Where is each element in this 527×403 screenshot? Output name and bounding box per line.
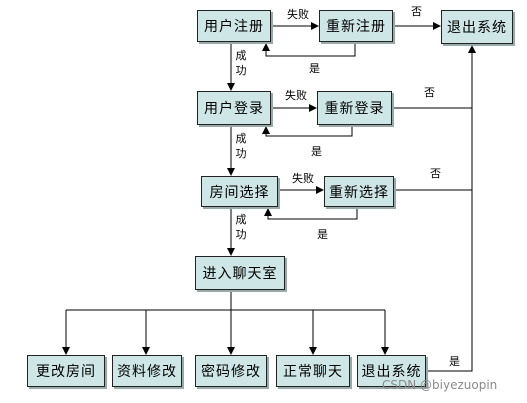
node-normal-chat: 正常聊天 [276,355,350,387]
node-enter-chat: 进入聊天室 [195,256,285,290]
node-edit-profile: 资料修改 [112,355,182,387]
label-fail-register: 失败 [287,8,309,21]
node-register: 用户注册 [197,10,271,42]
label-no-login: 否 [424,86,435,99]
arrow-exit-bottom-yes [426,45,476,372]
label-success-select-1: 成 [235,213,247,226]
label-success-login-1: 成 [235,132,247,145]
label-yes-register: 是 [309,62,320,75]
node-select-room: 房间选择 [201,176,278,207]
node-change-room: 更改房间 [27,355,105,387]
label-no-register: 否 [411,5,422,18]
label-success-register-1: 成 [235,49,247,62]
node-relogin: 重新登录 [317,91,392,125]
node-exit-bottom: 退出系统 [357,355,426,387]
label-yes-select: 是 [317,228,328,241]
label-fail-select: 失败 [292,172,314,185]
label-fail-login: 失败 [285,89,307,102]
node-reselect: 重新选择 [324,176,394,207]
arrow-reregister-yes [262,42,356,57]
node-login: 用户登录 [197,91,271,125]
label-yes-exit: 是 [449,355,460,368]
label-yes-login: 是 [311,145,322,158]
watermark: CSDN @biyezuopin [382,378,498,392]
node-exit-top: 退出系统 [441,10,513,44]
label-success-select-2: 功 [235,228,247,241]
label-success-login-2: 功 [235,147,247,160]
arrow-relogin-yes [262,125,353,137]
label-no-select: 否 [430,167,441,180]
label-success-register-2: 功 [235,64,247,77]
node-reregister: 重新注册 [319,10,393,42]
arrow-reselect-yes [264,207,358,220]
node-change-password: 密码修改 [195,355,267,387]
